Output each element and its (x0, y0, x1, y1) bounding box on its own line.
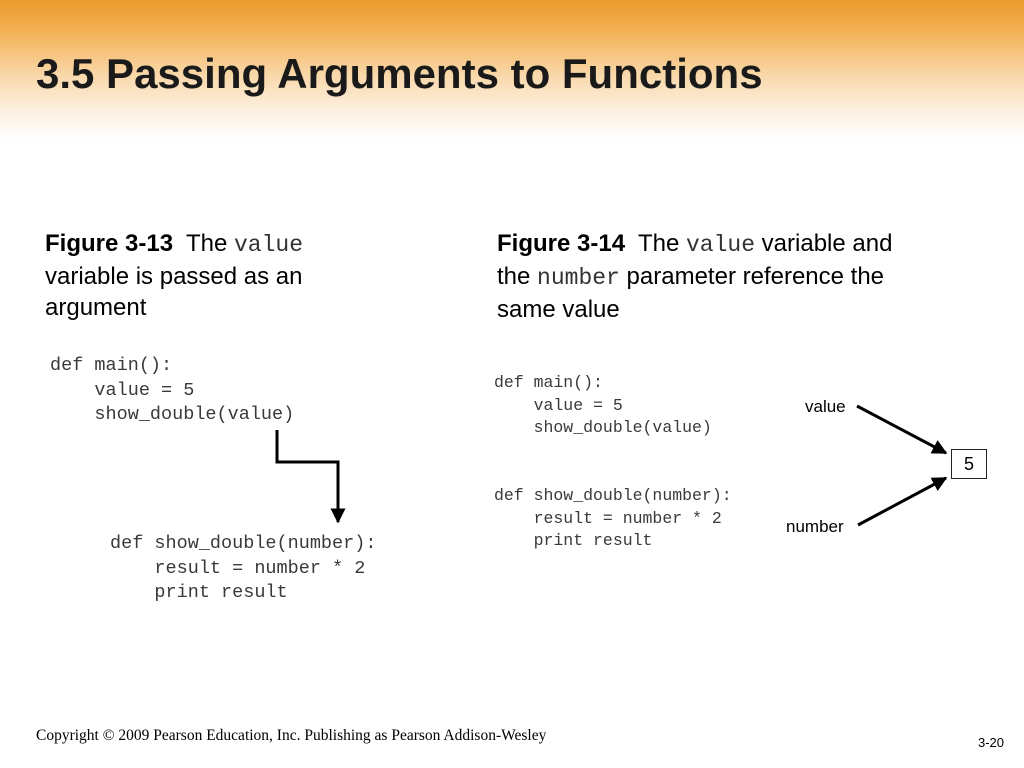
figure-13-label: Figure 3-13 (45, 230, 174, 257)
slide-number: 3-20 (977, 735, 1004, 750)
value-label: value (805, 397, 846, 416)
code-line: def show_double(number): (110, 533, 377, 554)
code-line: show_double(value) (494, 418, 712, 437)
value-box: 5 (951, 449, 987, 479)
code-line: def show_double(number): (494, 486, 732, 505)
figure-14-function-code: def show_double(number): result = number… (494, 485, 732, 553)
figure-14-main-code: def main(): value = 5 show_double(value) (494, 372, 712, 440)
code-line: show_double(value) (50, 404, 295, 425)
figure-13-caption-before: The (185, 230, 228, 257)
figure-13-caption-line2: variable is passed as an (45, 263, 303, 290)
figure-14-caption-line2-before: the (497, 263, 531, 290)
figure-14-caption-code1: value (685, 232, 755, 258)
code-line: result = number * 2 (494, 508, 722, 528)
code-line: print result (494, 531, 653, 550)
figure-13-caption-code: value (233, 232, 303, 258)
figure-13-caption-line3: argument (45, 294, 147, 321)
value-to-box-arrow (856, 404, 948, 455)
number-label: number (786, 517, 844, 536)
code-line: def main(): (50, 355, 173, 376)
slide-title: 3.5 Passing Arguments to Functions (36, 50, 763, 97)
figure-13-caption: Figure 3-13 The value variable is passed… (45, 228, 303, 323)
figure-14-caption-code2: number (537, 265, 620, 291)
copyright-footer: Copyright © 2009 Pearson Education, Inc.… (36, 727, 547, 744)
value-box-text: 5 (963, 453, 974, 474)
code-line: def main(): (494, 373, 603, 392)
code-line: value = 5 (50, 379, 195, 401)
figure-14-label: Figure 3-14 (497, 230, 626, 257)
figure-14-caption-after1: variable and (761, 230, 893, 257)
code-line: print result (110, 582, 288, 603)
argument-flow-arrow (275, 430, 346, 524)
code-line: value = 5 (494, 395, 623, 415)
header-band (0, 0, 1024, 140)
code-line: result = number * 2 (110, 557, 366, 579)
number-to-box-arrow (857, 476, 948, 527)
figure-14-caption-line2-after: parameter reference the (626, 263, 885, 290)
figure-14-caption-line3: same value (497, 296, 620, 323)
figure-14-caption: Figure 3-14 The value variable and the n… (497, 228, 892, 325)
figure-13-function-code: def show_double(number): result = number… (110, 532, 376, 606)
figure-13-main-code: def main(): value = 5 show_double(value) (50, 354, 294, 428)
figure-14-caption-before: The (637, 230, 680, 257)
